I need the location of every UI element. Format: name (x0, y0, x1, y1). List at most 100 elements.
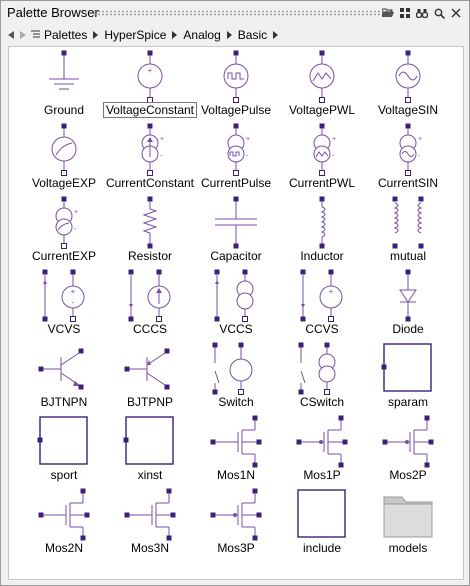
palette-item-label: VoltageSIN (377, 103, 439, 117)
palette-item-voltageexp[interactable]: VoltageEXP (22, 123, 106, 198)
breadcrumb-separator-icon (226, 31, 232, 39)
palette-item-bjtnpn[interactable]: BJTNPN (22, 343, 106, 417)
title-bar[interactable]: Palette Browser (1, 1, 469, 25)
breadcrumb-bar: Palettes HyperSpice Analog Basic (1, 25, 469, 45)
svg-text:-: - (72, 298, 75, 307)
palette-item-models[interactable]: models (366, 489, 450, 563)
palette-item-label: CCVS (305, 322, 339, 336)
binoculars-icon[interactable] (415, 5, 429, 21)
search-icon[interactable] (432, 5, 446, 21)
palette-item-vccs[interactable]: VCCS (194, 269, 278, 344)
palette-item-label: sparam (387, 395, 428, 409)
svg-text:-: - (418, 153, 421, 160)
breadcrumb-separator-icon (93, 31, 99, 39)
palette-item-ccvs[interactable]: + CCVS (280, 269, 364, 344)
palette-item-label: Mos3N (130, 541, 169, 555)
breadcrumb-palettes[interactable]: Palettes (44, 28, 88, 42)
palette-item-label: Mos3P (217, 541, 255, 555)
title-toolbar (381, 5, 463, 21)
svg-text:+: + (329, 287, 334, 296)
svg-text:-: - (332, 153, 335, 160)
palette-item-sparam[interactable]: sparam (366, 343, 450, 417)
back-arrow-icon[interactable] (7, 28, 15, 42)
palette-item-label: Mos2P (389, 468, 427, 482)
palette-item-diode[interactable]: Diode (366, 269, 450, 344)
palette-item-label: sport (50, 468, 78, 482)
palette-item-label: CurrentEXP (31, 249, 97, 263)
palette-item-label: mutual (389, 249, 427, 263)
palette-item-sport[interactable]: sport (22, 416, 106, 490)
drag-grip[interactable] (93, 10, 393, 16)
palette-item-inductor[interactable]: Inductor (280, 196, 364, 271)
breadcrumb-separator-icon (172, 31, 178, 39)
palette-item-currentconstant[interactable]: + - CurrentConstant (106, 123, 194, 198)
palette-item-include[interactable]: include (280, 489, 364, 563)
palette-item-mutual[interactable]: mutual (366, 196, 450, 271)
palette-item-label: Inductor (300, 249, 344, 263)
palette-item-voltagepwl[interactable]: VoltagePWL (280, 50, 364, 125)
forward-arrow-icon[interactable] (19, 28, 27, 42)
svg-text:-: - (246, 153, 249, 160)
palette-item-cswitch[interactable]: CSwitch (280, 342, 364, 417)
tree-list-icon[interactable] (31, 28, 40, 42)
svg-text:+: + (160, 136, 164, 143)
palette-item-currentpulse[interactable]: + - CurrentPulse (194, 123, 278, 198)
breadcrumb-analog[interactable]: Analog (183, 28, 221, 42)
palette-item-label: VoltageEXP (31, 176, 97, 190)
palette-item-label: CCCS (132, 322, 167, 336)
palette-item-voltagesin[interactable]: VoltageSIN (366, 50, 450, 125)
close-icon[interactable] (449, 5, 463, 21)
palette-item-mos3p[interactable]: Mos3P (194, 488, 278, 563)
svg-text:+: + (418, 136, 422, 143)
palette-item-mos1p[interactable]: Mos1P (280, 415, 364, 490)
palette-item-voltageconstant[interactable]: + VoltageConstant (102, 50, 198, 125)
palette-item-label: xinst (137, 468, 163, 482)
palette-item-mos1n[interactable]: Mos1N (194, 415, 278, 490)
palette-item-label: include (302, 541, 342, 555)
palette-item-label: CurrentPWL (288, 176, 356, 190)
palette-item-currentsin[interactable]: + - CurrentSIN (366, 123, 450, 198)
palette-item-resistor[interactable]: Resistor (108, 196, 192, 271)
palette-item-label: Mos1P (303, 468, 341, 482)
svg-text:+: + (148, 66, 153, 75)
palette-item-label: CurrentConstant (105, 176, 195, 190)
palette-item-label: CurrentPulse (200, 176, 272, 190)
palette-item-ground[interactable]: Ground (22, 50, 106, 125)
svg-text:-: - (160, 153, 163, 160)
palette-item-xinst[interactable]: xinst (108, 416, 192, 490)
palette-item-label: Capacitor (210, 249, 262, 263)
palette-item-voltagepulse[interactable]: VoltagePulse (194, 50, 278, 125)
palette-item-label: BJTPNP (126, 395, 173, 409)
palette-item-label: VoltageConstant (100, 102, 200, 118)
window-title: Palette Browser (7, 5, 99, 20)
palette-item-currentpwl[interactable]: + - CurrentPWL (280, 123, 364, 198)
breadcrumb-hyperspice[interactable]: HyperSpice (104, 28, 167, 42)
palette-item-label: VoltagePWL (288, 103, 356, 117)
palette-item-label: Diode (392, 322, 424, 336)
svg-text:+: + (246, 136, 250, 143)
grid-view-icon[interactable] (398, 5, 412, 21)
svg-text:+: + (71, 287, 76, 296)
palette-item-switch[interactable]: Switch (194, 342, 278, 417)
palette-item-label: Mos2N (44, 541, 83, 555)
palette-item-label: Mos1N (216, 468, 255, 482)
palette-item-capacitor[interactable]: Capacitor (194, 196, 278, 271)
palette-item-currentexp[interactable]: +-CurrentEXP (22, 196, 106, 271)
palette-item-label: VCVS (47, 322, 81, 336)
palette-item-label: CurrentSIN (377, 176, 439, 190)
palette-item-vcvs[interactable]: + - VCVS (22, 269, 106, 344)
palette-item-mos2p[interactable]: Mos2P (366, 415, 450, 490)
palette-item-bjtpnp[interactable]: BJTPNP (108, 343, 192, 417)
breadcrumb-basic[interactable]: Basic (237, 28, 268, 42)
palette-item-cccs[interactable]: CCCS (108, 269, 192, 344)
svg-text:-: - (74, 226, 77, 233)
folder-open-icon[interactable] (381, 5, 395, 21)
palette-item-label: BJTNPN (40, 395, 88, 409)
palette-item-label: Ground (43, 103, 85, 117)
palette-item-mos3n[interactable]: Mos3N (108, 488, 192, 563)
palette-item-mos2n[interactable]: Mos2N (22, 488, 106, 563)
svg-text:+: + (332, 136, 336, 143)
breadcrumb-separator-icon (273, 31, 279, 39)
